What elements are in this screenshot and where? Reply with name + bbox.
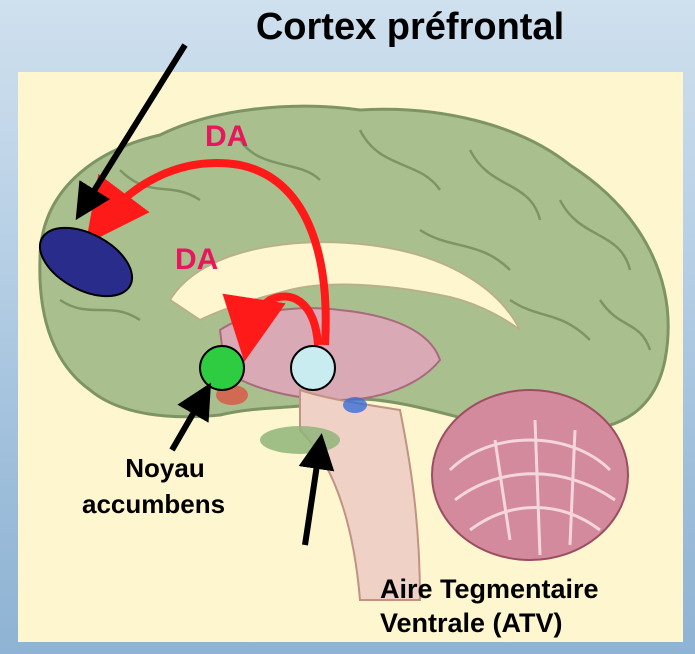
vta-marker (291, 346, 335, 390)
blue-spot (343, 397, 367, 413)
da-label-lower: DA (175, 243, 218, 277)
label-nucleus-line1: Noyau (95, 452, 235, 485)
label-vta-line2: Ventrale (ATV) (380, 607, 599, 641)
label-vta-line1: Aire Tegmentaire (380, 573, 599, 607)
vta-green-patch (260, 426, 340, 454)
nucleus-accumbens-marker (200, 346, 244, 390)
cerebellum (432, 390, 628, 560)
da-label-upper: DA (205, 120, 248, 154)
label-nucleus-accumbens-2: accumbens (82, 488, 225, 521)
brainstem (300, 390, 420, 600)
label-vta: Aire Tegmentaire Ventrale (ATV) (380, 573, 599, 641)
label-nucleus-accumbens: Noyau (95, 452, 235, 485)
label-nucleus-line2: accumbens (82, 488, 225, 521)
pointer-to-vta (305, 445, 320, 545)
